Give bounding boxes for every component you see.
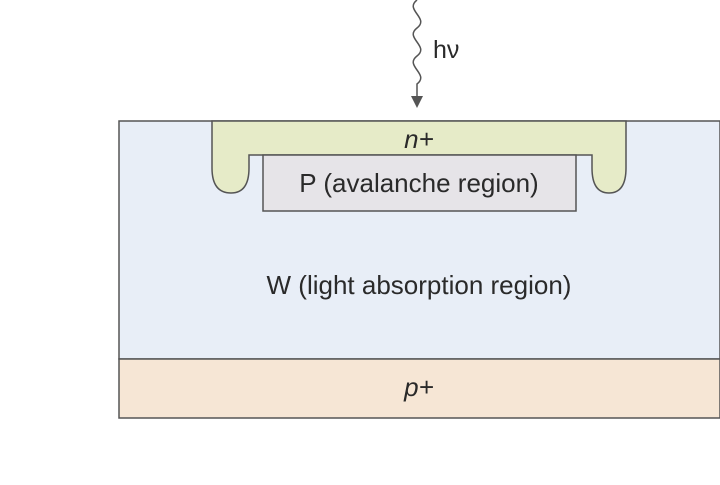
p-plus-layer (118, 358, 720, 419)
photon-wave-icon (412, 0, 422, 96)
n-plus-label: n+ (404, 124, 434, 154)
photon-arrowhead-icon (411, 96, 423, 108)
photon-label: hν (433, 36, 459, 64)
p-region-label: P (avalanche region) (299, 168, 538, 198)
p-avalanche-region (262, 154, 577, 212)
w-region-label: W (light absorption region) (267, 270, 572, 300)
n-plus-layer (211, 120, 627, 194)
photon-arrow (411, 0, 423, 108)
p-plus-label: p+ (403, 372, 434, 402)
